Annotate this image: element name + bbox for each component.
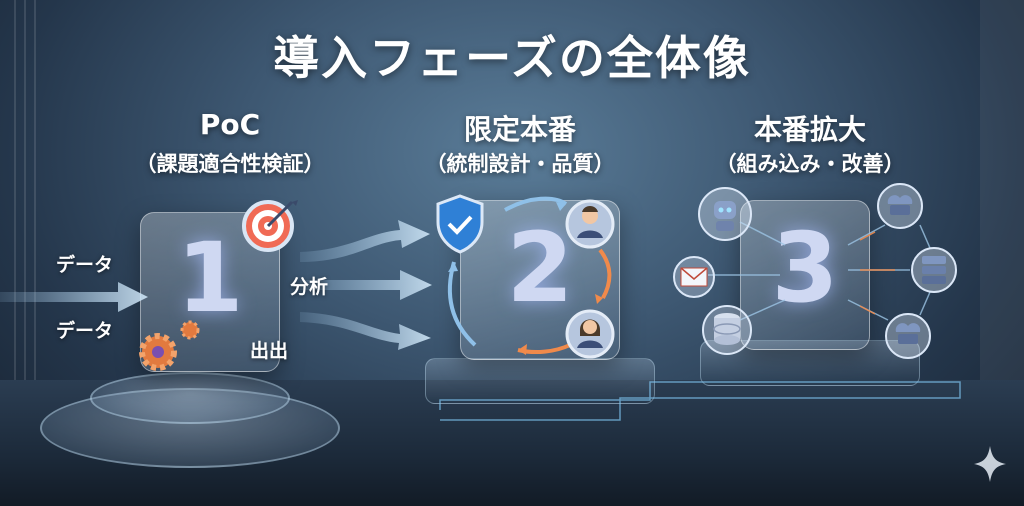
wall-line: [14, 0, 16, 380]
flow-arrow-top: [300, 220, 430, 262]
page-title: 導入フェーズの全体像: [273, 31, 751, 85]
phase-2-number: 2: [506, 212, 574, 324]
wall-line: [34, 0, 36, 380]
wall-line: [24, 0, 26, 380]
output-label: 出出: [250, 340, 289, 362]
phase-3-number: 3: [771, 212, 839, 324]
network-accent-lines: [859, 231, 895, 315]
input-arrow: [0, 282, 148, 312]
circuit-line: [439, 381, 961, 421]
phase-3-name: 本番拡大: [753, 113, 866, 146]
server-icon: [911, 247, 957, 293]
cycle-arrowhead: [518, 344, 527, 355]
cycle-arrow: [504, 196, 568, 212]
phase-1-subtitle: （課題適合性検証）: [135, 152, 325, 176]
input-label-bottom: データ: [56, 320, 114, 342]
flow-arrow-middle: [300, 270, 432, 300]
cloud-server-icon: [877, 183, 923, 229]
cloud-server-icon: [885, 313, 931, 359]
database-icon: [702, 305, 752, 355]
gear-icon: [139, 320, 200, 371]
cycle-arrowhead: [448, 262, 458, 272]
wall-light: [980, 0, 1024, 380]
phase-2-name: 限定本番: [463, 113, 576, 146]
sparkle-icon: [974, 446, 1006, 482]
phase-1-name: PoC: [199, 108, 261, 141]
flow-arrow-bottom: [300, 312, 431, 350]
phase-1-number: 1: [176, 222, 244, 334]
robot-icon: [698, 187, 752, 241]
target-icon: [242, 200, 298, 252]
input-label-top: データ: [56, 254, 114, 276]
phase-3-subtitle: （組み込み・改善）: [715, 152, 905, 176]
pedestal-3: [700, 340, 920, 386]
cycle-arrowhead: [595, 294, 603, 304]
cycle-arrowhead: [556, 202, 566, 211]
cycle-arrow: [598, 248, 612, 299]
phase-2-subtitle: （統制設計・品質）: [425, 152, 615, 176]
analysis-label: 分析: [290, 276, 329, 298]
pedestal-2: [425, 358, 655, 404]
pedestal-1-top: [90, 372, 290, 424]
mail-icon: [673, 256, 715, 298]
shield-check-icon: [436, 194, 484, 254]
person-female-icon: [565, 309, 615, 359]
person-male-icon: [565, 199, 615, 249]
